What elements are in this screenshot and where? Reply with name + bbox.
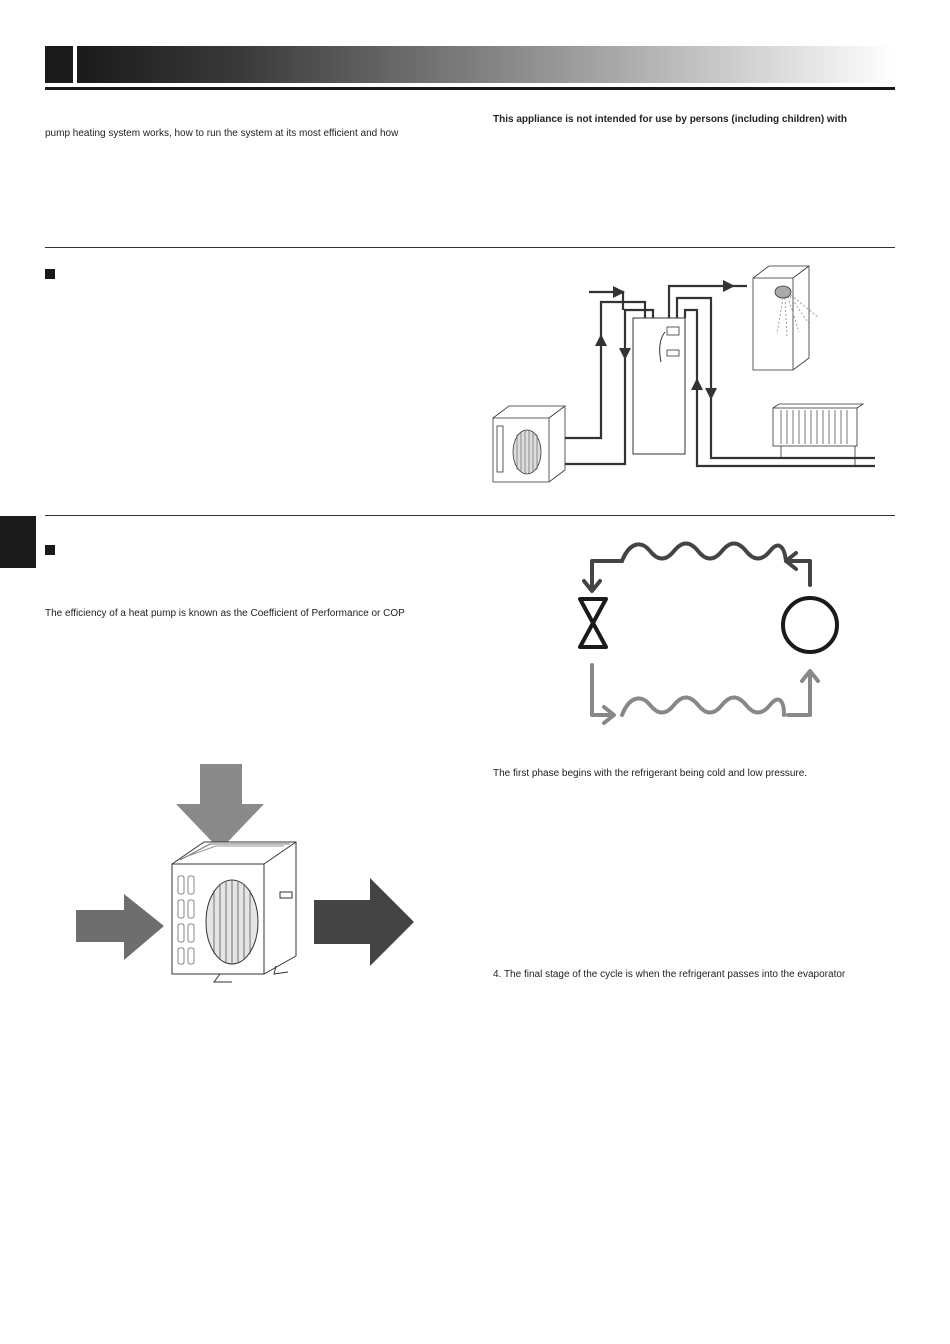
outdoor-unit-large <box>171 841 297 983</box>
cycle-phase-one-text: The first phase begins with the refriger… <box>493 768 808 779</box>
evaporator-coil <box>620 695 786 717</box>
section-marker-1 <box>45 269 55 279</box>
hot-water-outlet <box>752 265 820 371</box>
intro-left-text: pump heating system works, how to run th… <box>45 128 399 139</box>
arrow-right-input <box>76 894 164 960</box>
cycle-phase-four-text: 4. The final stage of the cycle is when … <box>493 969 846 980</box>
section-divider-1 <box>45 247 895 248</box>
header-rule <box>45 87 895 90</box>
section-divider-2 <box>45 515 895 516</box>
refrigeration-cycle-diagram <box>578 541 839 725</box>
cylinder-unit <box>632 317 686 455</box>
pipe-radiator-flow <box>675 296 875 460</box>
condenser-coil <box>620 541 788 563</box>
pipe-flow-return <box>563 308 655 466</box>
system-diagram <box>492 265 875 483</box>
arrow-right-output <box>314 878 414 966</box>
pipe-hot-water <box>667 284 747 318</box>
header-gradient-bar <box>77 46 895 83</box>
radiator <box>772 403 865 466</box>
header-block-left <box>45 46 73 83</box>
expansion-valve-icon <box>578 597 608 649</box>
compressor-icon <box>781 596 839 654</box>
side-tab-marker <box>0 516 36 568</box>
section-marker-2 <box>45 545 55 555</box>
heat-pump-energy-illustration <box>76 764 414 983</box>
cop-text: The efficiency of a heat pump is known a… <box>45 608 405 619</box>
pipe-radiator-return <box>683 308 875 468</box>
arrow-down-energy <box>176 764 264 850</box>
outdoor-unit-small <box>492 405 566 483</box>
intro-right-text: This appliance is not intended for use b… <box>493 114 847 125</box>
pipe-flow-out <box>563 300 647 440</box>
